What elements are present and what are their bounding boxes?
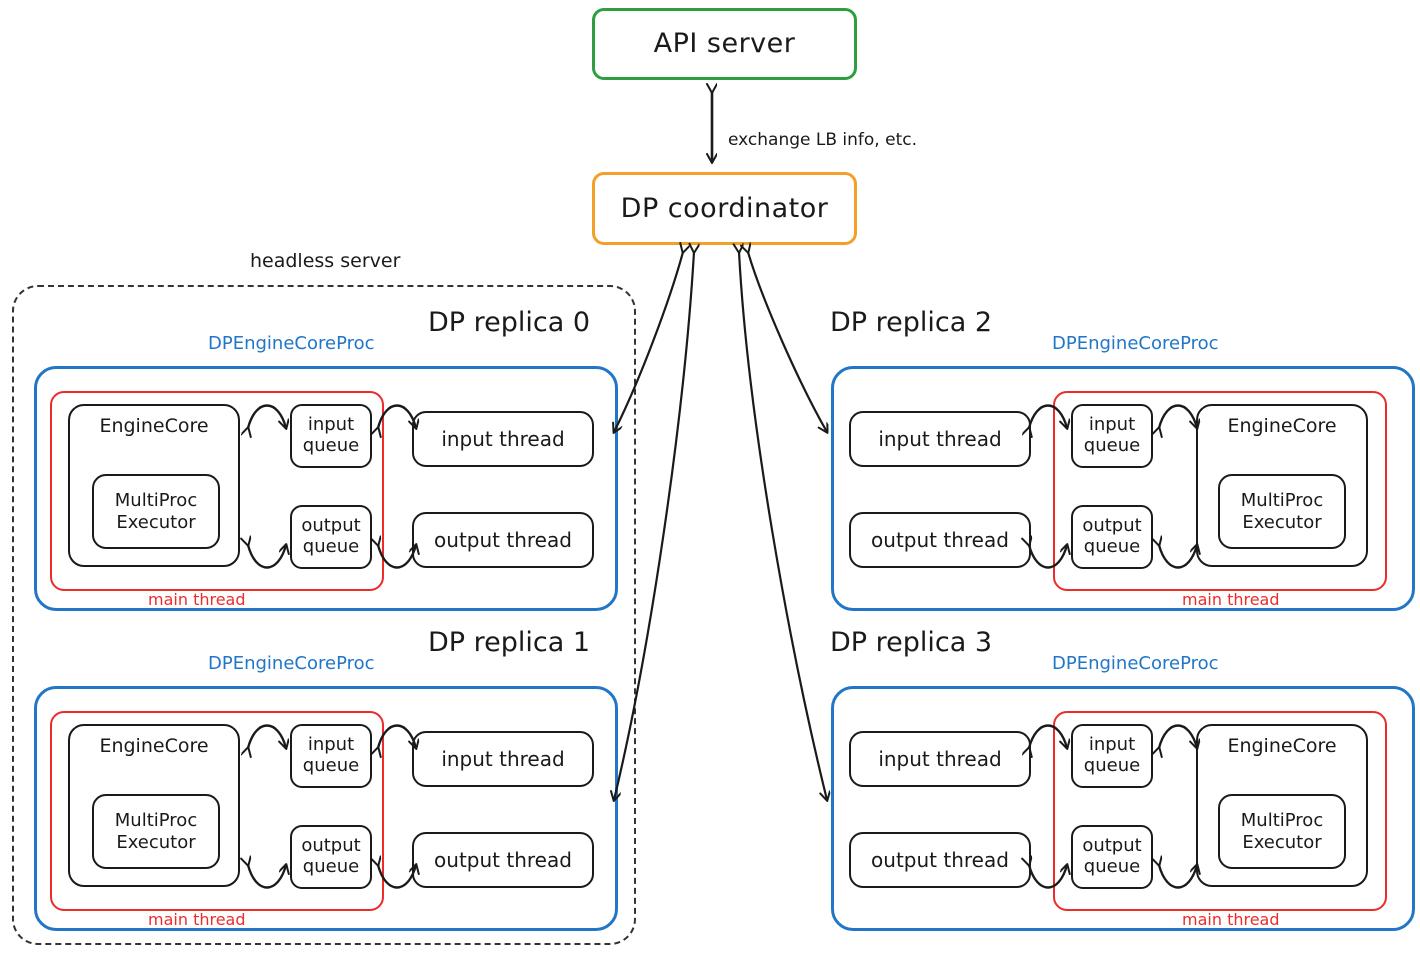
replica-2-proc-box [831, 366, 1415, 611]
replica-2-output-queue: output queue [1071, 505, 1153, 569]
headless-server-label: headless server [250, 250, 401, 272]
input-queue-line1: input [307, 734, 355, 756]
replica-2-main-thread-label: main thread [1182, 590, 1280, 609]
replica-2-proc-label: DPEngineCoreProc [1052, 333, 1219, 354]
replica-1-proc-box [34, 686, 618, 931]
output-queue-line2: queue [302, 856, 360, 877]
arrow-coordinator-replica-3 [739, 252, 827, 800]
mpe-line1: MultiProc [1240, 489, 1324, 511]
input-queue-line2: queue [1083, 435, 1141, 456]
node-api-server: API server [592, 8, 857, 80]
mpe-line1: MultiProc [114, 809, 198, 831]
input-queue-line2: queue [302, 755, 360, 776]
engine-core-label: EngineCore [1227, 415, 1337, 437]
output-queue-line2: queue [1083, 856, 1141, 877]
replica-1-engine-core: EngineCore [68, 724, 240, 887]
replica-2-input-queue: input queue [1071, 404, 1153, 468]
engine-core-label: EngineCore [99, 415, 209, 437]
replica-1-main-thread-box [50, 711, 384, 911]
replica-0-title: DP replica 0 [428, 307, 591, 338]
output-queue-line2: queue [1083, 536, 1141, 557]
replica-1-output-thread: output thread [412, 832, 594, 888]
edge-label-exchange-lb-info: exchange LB info, etc. [728, 130, 917, 150]
api-server-label: API server [653, 28, 796, 60]
mpe-line2: Executor [116, 511, 196, 533]
input-queue-line2: queue [302, 435, 360, 456]
replica-1-main-thread-label: main thread [148, 910, 246, 929]
node-dp-coordinator: DP coordinator [592, 172, 857, 245]
replica-0-proc-label: DPEngineCoreProc [208, 333, 375, 354]
mpe-line1: MultiProc [1240, 809, 1324, 831]
replica-3-title: DP replica 3 [830, 627, 993, 658]
replica-0-input-thread: input thread [412, 411, 594, 467]
replica-0-output-thread: output thread [412, 512, 594, 568]
replica-0-multiproc-executor: MultiProc Executor [92, 474, 220, 549]
replica-3-main-thread-box [1053, 711, 1387, 911]
replica-3-input-thread: input thread [849, 731, 1031, 787]
replica-3-input-queue: input queue [1071, 724, 1153, 788]
replica-3-output-thread: output thread [849, 832, 1031, 888]
engine-core-label: EngineCore [1227, 735, 1337, 757]
output-queue-line1: output [1082, 835, 1142, 857]
mpe-line1: MultiProc [114, 489, 198, 511]
input-queue-line1: input [1088, 414, 1136, 436]
output-queue-line1: output [301, 515, 361, 537]
replica-2-output-thread: output thread [849, 512, 1031, 568]
replica-2-input-thread: input thread [849, 411, 1031, 467]
mpe-line2: Executor [1242, 511, 1322, 533]
replica-3-proc-label: DPEngineCoreProc [1052, 653, 1219, 674]
mpe-line2: Executor [1242, 831, 1322, 853]
replica-1-multiproc-executor: MultiProc Executor [92, 794, 220, 869]
replica-3-proc-box [831, 686, 1415, 931]
replica-1-proc-label: DPEngineCoreProc [208, 653, 375, 674]
output-queue-line1: output [301, 835, 361, 857]
output-queue-line1: output [1082, 515, 1142, 537]
replica-3-multiproc-executor: MultiProc Executor [1218, 794, 1346, 869]
replica-3-main-thread-label: main thread [1182, 910, 1280, 929]
replica-2-title: DP replica 2 [830, 307, 993, 338]
input-queue-line2: queue [1083, 755, 1141, 776]
replica-1-output-queue: output queue [290, 825, 372, 889]
replica-2-main-thread-box [1053, 391, 1387, 591]
dp-coordinator-label: DP coordinator [620, 192, 829, 224]
replica-1-input-thread: input thread [412, 731, 594, 787]
replica-0-output-queue: output queue [290, 505, 372, 569]
replica-0-engine-core: EngineCore [68, 404, 240, 567]
mpe-line2: Executor [116, 831, 196, 853]
replica-0-input-queue: input queue [290, 404, 372, 468]
replica-2-multiproc-executor: MultiProc Executor [1218, 474, 1346, 549]
replica-3-engine-core: EngineCore [1196, 724, 1368, 887]
input-queue-line1: input [1088, 734, 1136, 756]
engine-core-label: EngineCore [99, 735, 209, 757]
replica-0-main-thread-box [50, 391, 384, 591]
replica-1-input-queue: input queue [290, 724, 372, 788]
output-queue-line2: queue [302, 536, 360, 557]
replica-1-title: DP replica 1 [428, 627, 591, 658]
replica-2-engine-core: EngineCore [1196, 404, 1368, 567]
replica-0-main-thread-label: main thread [148, 590, 246, 609]
replica-3-output-queue: output queue [1071, 825, 1153, 889]
input-queue-line1: input [307, 414, 355, 436]
arrow-coordinator-replica-2 [748, 252, 827, 432]
